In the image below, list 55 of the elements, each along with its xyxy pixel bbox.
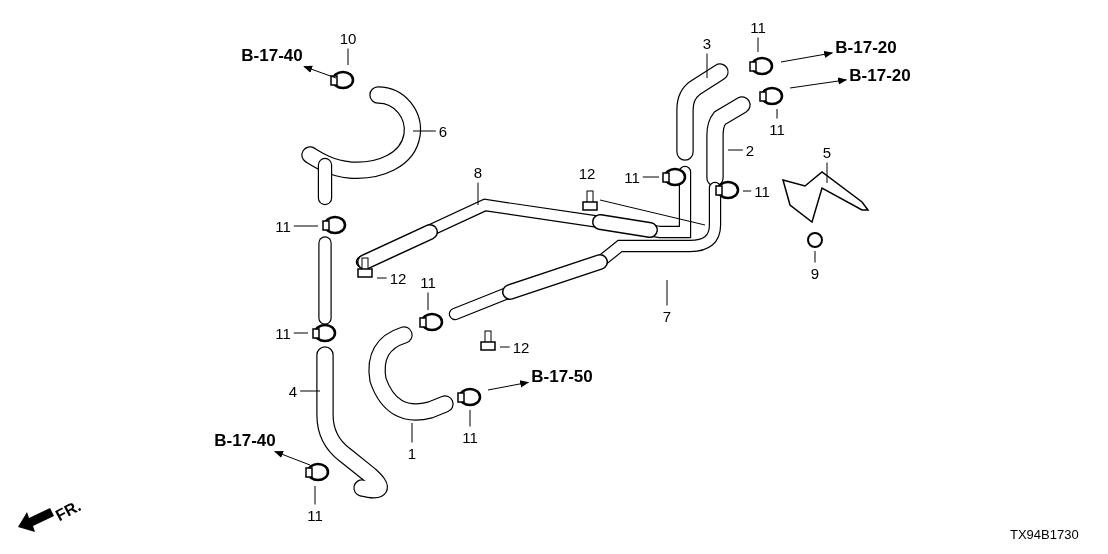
leader-line — [742, 190, 752, 192]
callout-number: 11 — [749, 18, 767, 36]
leader-line — [427, 292, 429, 311]
callout-number: 11 — [461, 428, 479, 446]
callout-number: 11 — [768, 120, 786, 138]
callout-number: 7 — [661, 307, 673, 325]
leader-line — [347, 48, 349, 66]
arrow — [274, 451, 311, 466]
callout-number: 11 — [274, 324, 292, 342]
callout-number: 11 — [274, 217, 292, 235]
reference-label: B-17-20 — [848, 65, 912, 85]
callout-number: 11 — [623, 168, 641, 186]
reference-label: B-17-20 — [834, 37, 898, 57]
callout-number: 11 — [419, 273, 437, 291]
callout-number: 10 — [338, 29, 358, 47]
callout-number: 12 — [577, 164, 597, 182]
leader-line — [412, 130, 437, 132]
callout-number: 1 — [406, 444, 418, 462]
arrow — [303, 65, 337, 79]
leader-line — [299, 390, 321, 392]
reference-label: B-17-40 — [213, 430, 277, 450]
callout-number: 12 — [511, 338, 531, 356]
leader-line — [376, 277, 388, 279]
leader-line — [469, 409, 471, 427]
callout-number: 11 — [753, 182, 771, 200]
callout-number: 9 — [809, 264, 821, 282]
arrow — [487, 380, 530, 391]
callout-number: 12 — [388, 269, 408, 287]
drawing-number: TX94B1730 — [1010, 527, 1079, 542]
leader-line — [293, 225, 319, 227]
arrow — [789, 77, 848, 89]
callout-number: 11 — [306, 506, 324, 524]
direction-label: FR. — [52, 496, 84, 525]
leader-line — [314, 485, 316, 505]
callout-number: 8 — [472, 163, 484, 181]
reference-label: B-17-40 — [240, 45, 304, 65]
reference-label: B-17-50 — [530, 366, 594, 386]
leader-line — [666, 279, 668, 306]
callout-number: 5 — [821, 143, 833, 161]
leader-line — [826, 162, 828, 184]
leader-line — [814, 250, 816, 263]
leader-line — [727, 149, 744, 151]
leader-line — [477, 182, 479, 206]
arrow — [780, 50, 834, 63]
leader-line — [757, 37, 759, 53]
callout-number: 2 — [744, 141, 756, 159]
leader-line — [776, 108, 778, 119]
callout-number: 4 — [287, 382, 299, 400]
callout-number: 3 — [701, 34, 713, 52]
leader-line — [293, 332, 309, 334]
leader-line — [642, 176, 660, 178]
leader-line — [499, 346, 511, 348]
leader-line — [706, 53, 708, 79]
leader-line — [411, 422, 413, 443]
callout-number: 6 — [437, 122, 449, 140]
